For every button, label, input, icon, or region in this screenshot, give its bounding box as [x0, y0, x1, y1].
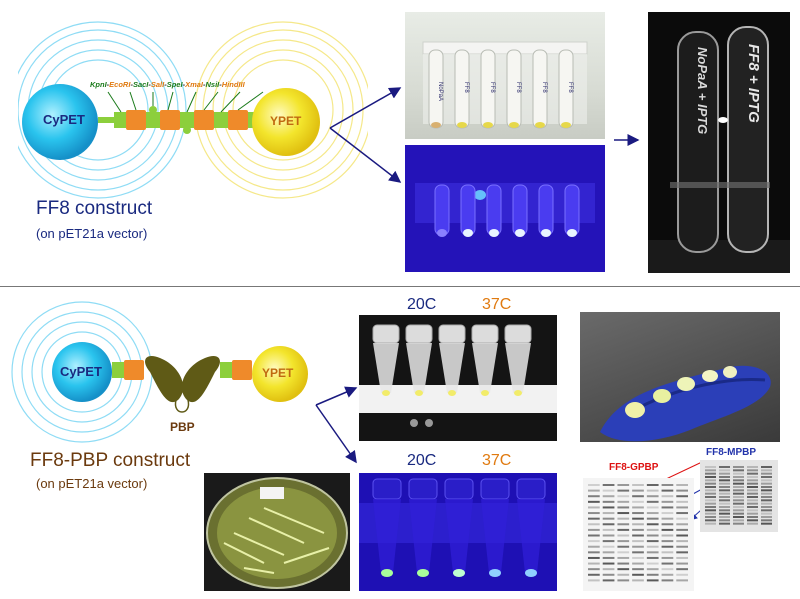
rack-tube-label: FF8 — [567, 82, 573, 93]
uv-eppendorf-tube — [480, 478, 510, 577]
ff8-pbp-vector-label: (on pET21a vector) — [36, 476, 148, 491]
rack-tube: FF8 — [454, 49, 470, 129]
ypet-label-2: YPET — [262, 366, 294, 380]
gel-lane — [661, 484, 674, 582]
uv-tube — [564, 184, 580, 237]
uv-eppendorf-tube — [408, 478, 438, 577]
cypet-label-2: CyPET — [60, 364, 102, 379]
rack-tube: FF8 — [506, 49, 522, 129]
section-divider — [0, 286, 800, 287]
gel-lanes-gpbp — [588, 484, 688, 582]
restriction-site-3: - — [130, 80, 133, 89]
uv-tube — [512, 184, 528, 237]
temp-label-20c-top: 20C — [407, 296, 437, 313]
restriction-site-9: - — [182, 80, 186, 89]
petri-dish-photo — [204, 473, 350, 591]
temp-label-37c-top: 37C — [482, 296, 512, 313]
restriction-site-14: HindIII — [221, 80, 245, 89]
rack-tube: FF8 — [532, 49, 548, 129]
restriction-site-2: EcoRI — [109, 80, 131, 89]
uv-tube — [486, 184, 502, 237]
pbp-label: PBP — [170, 420, 195, 434]
gel-lanes-mpbp — [705, 466, 772, 525]
bacterial-colony-streaks — [223, 507, 330, 574]
ypet-sphere — [252, 88, 320, 156]
restriction-site-4: SacI — [132, 80, 149, 89]
uv-eppendorf-photo — [359, 473, 557, 591]
cypet-sphere — [22, 84, 98, 160]
restriction-site-6: SalI — [150, 80, 165, 89]
ff8-pbp-construct-diagram: CyPET YPET PBP — [0, 300, 320, 450]
gel-lane — [617, 484, 630, 582]
gel-lane — [733, 466, 744, 525]
restriction-site-5: - — [148, 80, 151, 89]
rack-tubes: NoPaA FF8 FF8 FF8 FF8 FF8 — [428, 49, 574, 129]
tube-rack-photo: NoPaA FF8 FF8 FF8 FF8 FF8 — [405, 12, 605, 139]
gel-image-mpbp — [700, 460, 778, 532]
uv-tube — [460, 184, 476, 237]
gel-lane — [602, 484, 615, 582]
eppendorf-tubes-photo — [359, 315, 557, 441]
eppendorf-tubes — [372, 324, 532, 396]
linker-puzzle-pieces — [114, 106, 262, 134]
cypet-sphere-2 — [52, 342, 112, 402]
rack-tube-label: FF8 — [463, 82, 469, 93]
rack-tube: NoPaA — [428, 49, 444, 129]
ff8-vector-label: (on pET21a vector) — [36, 226, 148, 241]
restriction-site-11: - — [203, 80, 206, 89]
restriction-site-10: XmaI — [185, 80, 203, 89]
uv-glowing-tubes — [434, 184, 580, 237]
gel-label-gpbp: FF8-GPBP — [609, 462, 659, 473]
gel-lane — [646, 484, 659, 582]
pbp-lobes — [145, 355, 220, 403]
uv-eppendorf-tube — [516, 478, 546, 577]
gel-lane — [747, 466, 758, 525]
eppendorf-tube — [372, 324, 400, 396]
uv-eppendorf-tubes — [372, 478, 546, 577]
cypet-label: CyPET — [43, 112, 85, 127]
eppendorf-tube — [438, 324, 466, 396]
eppendorf-tube — [405, 324, 433, 396]
uv-eppendorf-tube — [444, 478, 474, 577]
rack-tube: FF8 — [480, 49, 496, 129]
dark-tube-photo: NoPaA + IPTG FF8 + IPTG — [648, 12, 790, 273]
uv-tube-photo — [405, 145, 605, 272]
restriction-site-12: NsiI — [205, 80, 220, 89]
gel-lane — [632, 484, 644, 582]
gel-image-gpbp — [583, 478, 694, 591]
ypet-sphere-2 — [252, 346, 308, 402]
rack-tube-label: NoPaA — [437, 82, 443, 101]
ff8-pbp-construct-title: FF8-PBP construct — [30, 450, 191, 471]
temp-label-37c-bottom: 37C — [482, 452, 512, 469]
gel-lane — [705, 466, 716, 525]
gel-lane — [761, 466, 772, 525]
restriction-sites-label: KpnI-EcoRI-SacI-SalI-SpeI-XmaI-NsiI-Hind… — [90, 80, 245, 89]
ff8-construct-title: FF8 construct — [36, 198, 153, 219]
temp-label-20c-bottom: 20C — [407, 452, 437, 469]
uv-eppendorf-tube — [372, 478, 402, 577]
ypet-label: YPET — [270, 114, 302, 128]
ff8-construct-diagram: CyPET YPET KpnI-EcoRI-SacI-SalI-SpeI-Xma… — [18, 20, 368, 205]
restriction-site-8: SpeI — [166, 80, 183, 89]
eppendorf-tube — [504, 324, 532, 396]
restriction-site-7: - — [164, 80, 167, 89]
gel-label-mpbp: FF8-MPBP — [706, 447, 756, 458]
glowing-tubes-in-hand — [625, 366, 737, 418]
uv-tube — [434, 184, 450, 237]
top-arrows — [329, 87, 640, 183]
restriction-site-1: - — [106, 80, 110, 89]
restriction-site-0: KpnI — [90, 80, 107, 89]
gel-lane — [676, 484, 688, 582]
site-pointer-lines — [107, 91, 264, 113]
gloved-hand-photo — [580, 312, 780, 442]
rack-tube: FF8 — [558, 49, 574, 129]
rack-tube-label: FF8 — [489, 82, 495, 93]
gel-lane — [588, 484, 600, 582]
eppendorf-tube — [471, 324, 499, 396]
rack-tube-label: FF8 — [515, 82, 521, 93]
gel-lane — [719, 466, 730, 525]
restriction-site-13: - — [219, 80, 222, 89]
uv-tube — [538, 184, 554, 237]
rack-tube-label: FF8 — [541, 82, 547, 93]
